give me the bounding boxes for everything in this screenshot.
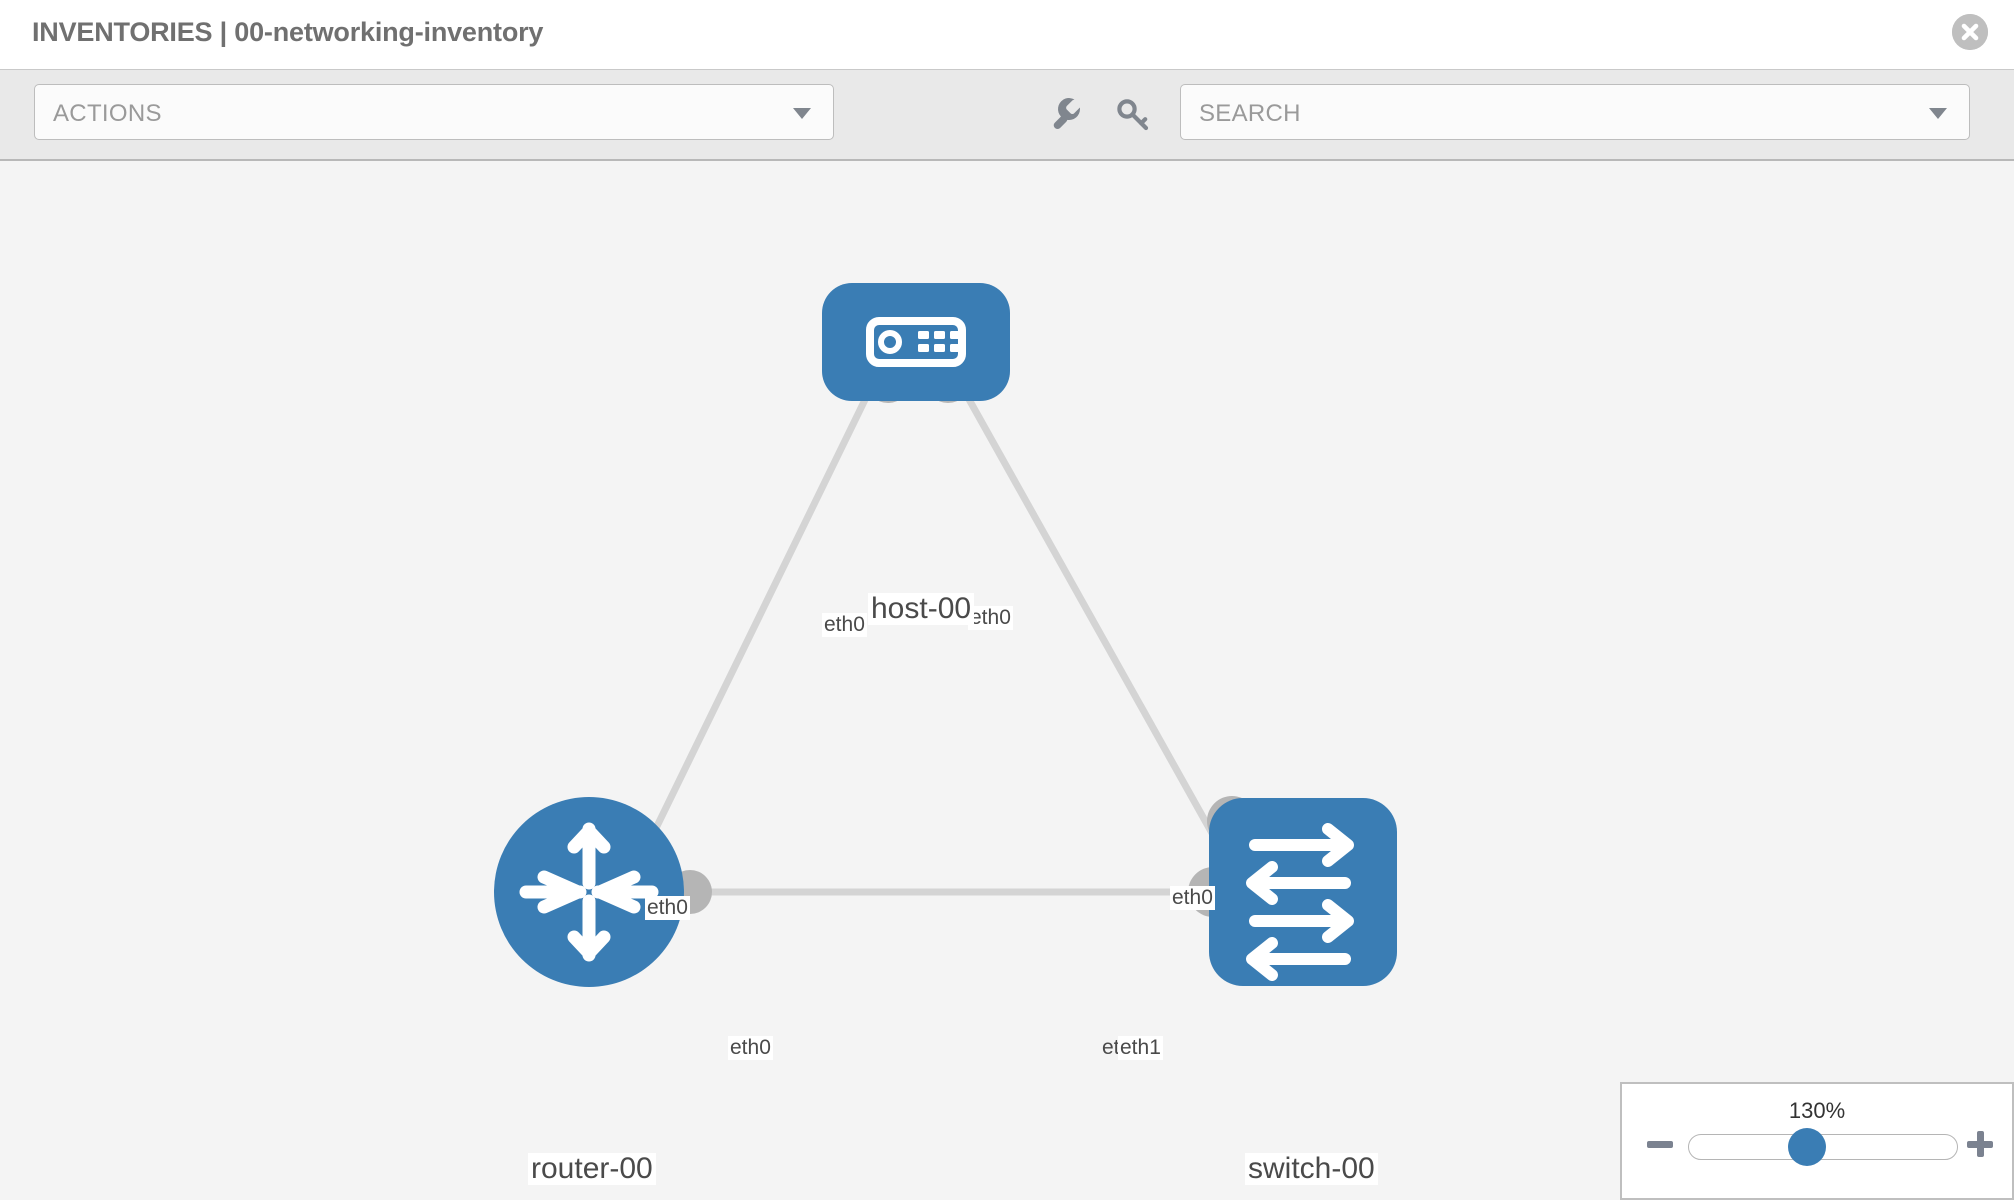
close-icon[interactable]: [1952, 14, 1988, 50]
link-host-router: [636, 367, 884, 863]
server-icon: [866, 317, 966, 367]
search-input[interactable]: SEARCH: [1180, 84, 1970, 140]
link-host-switch: [948, 367, 1226, 853]
chevron-down-icon: [1929, 108, 1947, 119]
chevron-down-icon: [793, 108, 811, 119]
zoom-slider-thumb[interactable]: [1788, 1128, 1826, 1166]
node-host-00: [822, 283, 1010, 401]
wrench-icon[interactable]: [1044, 92, 1088, 136]
edge-label-router-host: eth0: [645, 896, 690, 921]
edge-label-host-router: eth0: [822, 613, 867, 638]
edge-label-switch-host: eth0: [1170, 886, 1215, 911]
minus-icon[interactable]: [1644, 1128, 1676, 1160]
toolbar: ACTIONS SEARCH: [0, 70, 2014, 161]
actions-dropdown-label: ACTIONS: [53, 100, 162, 127]
node-switch-00: [1209, 798, 1397, 986]
key-icon[interactable]: [1112, 92, 1156, 136]
router-arrows-icon: [519, 822, 659, 962]
node-label-router-00: router-00: [528, 1153, 656, 1185]
topology-links: [636, 367, 1226, 896]
zoom-control-panel: 130%: [1620, 1082, 2014, 1200]
node-label-switch-00: switch-00: [1245, 1153, 1378, 1185]
node-router-00: [494, 797, 684, 987]
page-header: INVENTORIES | 00-networking-inventory: [0, 0, 2014, 70]
page-title: INVENTORIES | 00-networking-inventory: [32, 17, 544, 47]
edge-label-router-switch-from: eth0: [728, 1036, 773, 1061]
plus-icon[interactable]: [1964, 1128, 1996, 1160]
search-placeholder: SEARCH: [1199, 100, 1301, 127]
switch-arrows-icon: [1246, 823, 1354, 981]
edge-label-router-switch-to: eth1: [1118, 1036, 1163, 1061]
node-label-host-00: host-00: [868, 593, 975, 625]
topology-ports: [668, 359, 1257, 917]
topology-canvas[interactable]: eth0 eth0 eth0 eth0 eth0 eth eth1 host-0…: [0, 161, 2014, 1200]
zoom-level-label: 130%: [1788, 1098, 1846, 1123]
edge-label-host-switch: eth0: [968, 606, 1013, 631]
actions-dropdown[interactable]: ACTIONS: [34, 84, 834, 140]
